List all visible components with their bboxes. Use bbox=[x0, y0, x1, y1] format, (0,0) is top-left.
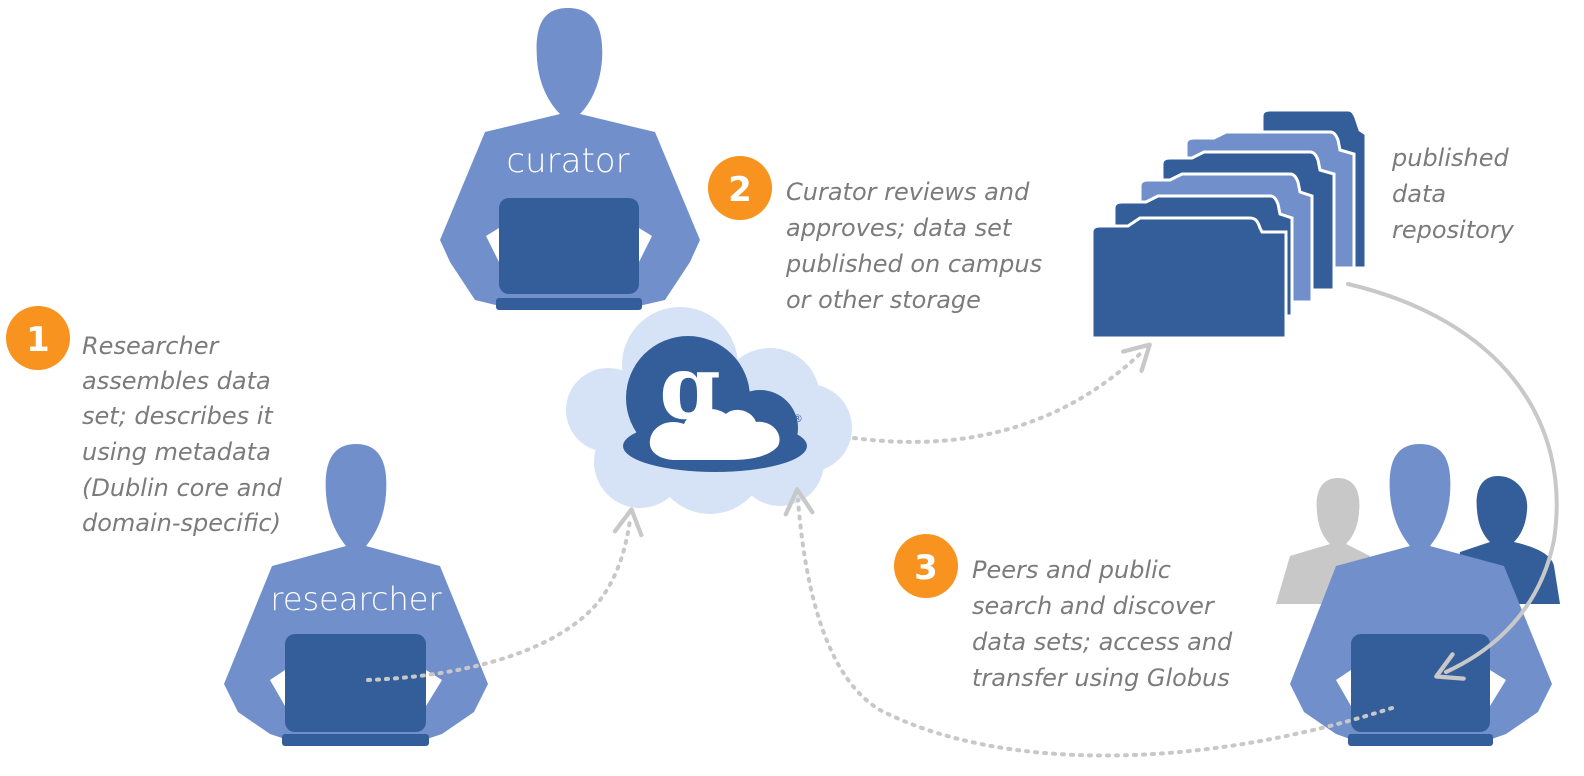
step-2-number: 2 bbox=[728, 170, 752, 210]
arrow-cloud-to-repository bbox=[852, 342, 1152, 444]
peer-arm-gap-left bbox=[1336, 670, 1351, 706]
globus-registered-mark: ® bbox=[792, 412, 803, 425]
step-2-line: published on campus bbox=[785, 250, 1042, 278]
researcher-laptop-lid bbox=[285, 634, 426, 732]
arrow-repository-to-peer bbox=[1346, 282, 1559, 681]
step-3-number: 3 bbox=[914, 548, 938, 588]
step-1-line: domain-specific) bbox=[82, 509, 281, 537]
researcher-label: researcher bbox=[270, 580, 442, 618]
globus-logo-letter: g bbox=[659, 335, 721, 439]
arrow-researcher-to-cloud bbox=[366, 507, 644, 682]
repository-label-line: data bbox=[1392, 180, 1446, 208]
repository-label: published data repository bbox=[1391, 144, 1515, 244]
step-1-line: assembles data bbox=[82, 367, 271, 395]
step-3-line: transfer using Globus bbox=[972, 664, 1230, 692]
curator-laptop-lid bbox=[499, 198, 639, 294]
curator-laptop-base bbox=[496, 298, 642, 310]
step-1-badge: 1 bbox=[6, 306, 70, 370]
researcher-arm-gap-right bbox=[426, 670, 442, 706]
step-2-line: Curator reviews and bbox=[786, 178, 1030, 206]
curator-arm-gap-left bbox=[486, 228, 499, 262]
folder-1 bbox=[1090, 216, 1288, 340]
arrow-peer-to-cloud bbox=[783, 487, 1394, 758]
step-3-line: Peers and public bbox=[972, 556, 1171, 584]
peer-laptop-base bbox=[1348, 734, 1493, 746]
researcher-arm-gap-left bbox=[270, 670, 285, 706]
step-2-description: Curator reviews and approves; data set p… bbox=[785, 178, 1042, 314]
step-1-description: Researcher assembles data set; describes… bbox=[82, 332, 283, 537]
repository-label-line: published bbox=[1391, 144, 1509, 172]
curator-figure: curator bbox=[440, 8, 700, 310]
curator-label: curator bbox=[506, 141, 629, 181]
globus-logo-icon: g ® bbox=[623, 335, 807, 472]
researcher-laptop-base bbox=[282, 734, 429, 746]
step-1-number: 1 bbox=[26, 320, 50, 360]
step-2-badge: 2 bbox=[708, 156, 772, 220]
curator-arm-gap-right bbox=[639, 228, 652, 262]
step-3-line: data sets; access and bbox=[972, 628, 1233, 656]
step-1-line: (Dublin core and bbox=[82, 474, 283, 502]
peer-laptop-lid bbox=[1351, 634, 1490, 732]
peers-figure-group bbox=[1276, 444, 1560, 746]
step-3-description: Peers and public search and discover dat… bbox=[972, 556, 1233, 692]
globus-cloud: g ® bbox=[566, 307, 852, 514]
step-1-line: Researcher bbox=[82, 332, 220, 360]
step-3-line: search and discover bbox=[972, 592, 1216, 620]
step-2-line: approves; data set bbox=[786, 214, 1013, 242]
repository-folder-stack bbox=[1090, 108, 1368, 340]
flow-arrows bbox=[366, 282, 1559, 758]
step-1-line: set; describes it bbox=[82, 402, 274, 430]
researcher-figure: researcher bbox=[224, 444, 488, 746]
step-3-badge: 3 bbox=[894, 534, 958, 598]
peer-arm-gap-right bbox=[1490, 670, 1506, 706]
step-2-line: or other storage bbox=[786, 286, 981, 314]
step-1-line: using metadata bbox=[82, 438, 271, 466]
repository-label-line: repository bbox=[1392, 216, 1515, 244]
